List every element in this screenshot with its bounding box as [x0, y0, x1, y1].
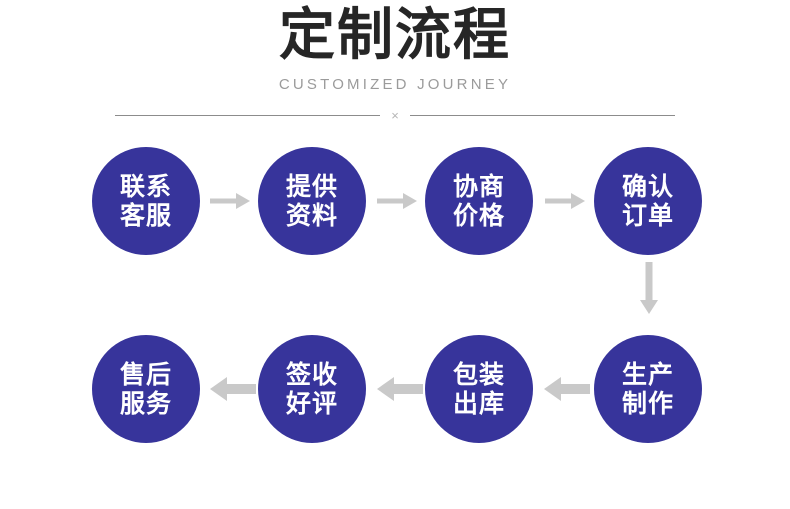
flow-node-label-line2: 出库	[452, 389, 505, 418]
flow-node-label-line2: 服务	[119, 389, 172, 418]
flow-node-label-line2: 价格	[452, 201, 505, 230]
page-header: 定制流程 CUSTOMIZED JOURNEY ×	[0, 0, 790, 130]
flow-node-label-line1: 协商	[452, 172, 505, 201]
flow-node-receipt-review[interactable]: 签收 好评	[258, 335, 366, 443]
arrow-right-icon	[377, 190, 417, 212]
divider-line-right	[410, 114, 675, 116]
flow-node-after-sales-service[interactable]: 售后 服务	[92, 335, 200, 443]
flow-node-label-line1: 售后	[119, 360, 172, 389]
flow-node-label-line1: 包装	[452, 360, 505, 389]
flow-node-label-line1: 签收	[285, 360, 338, 389]
flow-node-label-line1: 提供	[285, 172, 338, 201]
arrow-left-icon	[377, 375, 423, 403]
flow-node-packaging-shipping[interactable]: 包装 出库	[425, 335, 533, 443]
divider-cross-icon: ×	[391, 107, 399, 123]
page-subtitle: CUSTOMIZED JOURNEY	[278, 76, 512, 93]
flow-node-label-line2: 制作	[621, 389, 674, 418]
flow-node-label-line2: 资料	[285, 201, 338, 230]
flow-node-production[interactable]: 生产 制作	[594, 335, 702, 443]
arrow-left-icon	[544, 375, 590, 403]
flow-node-label-line2: 好评	[285, 389, 338, 418]
flow-node-negotiate-price[interactable]: 协商 价格	[425, 147, 533, 255]
arrow-left-icon	[210, 375, 256, 403]
arrow-down-icon	[638, 262, 660, 318]
flow-node-confirm-order[interactable]: 确认 订单	[594, 147, 702, 255]
arrow-right-icon	[545, 190, 585, 212]
flow-node-contact-service[interactable]: 联系 客服	[92, 147, 200, 255]
flow-node-label-line1: 生产	[621, 360, 674, 389]
arrow-right-icon	[210, 190, 250, 212]
flow-node-label-line2: 客服	[119, 201, 172, 230]
page-title: 定制流程	[279, 3, 511, 68]
process-flow-diagram: 联系 客服 提供 资料 协商 价格 确认 订单 生产 制作 包装 出库 签收 好…	[0, 130, 790, 509]
header-divider: ×	[115, 108, 675, 122]
divider-line-left	[115, 114, 380, 116]
flow-node-label-line1: 确认	[621, 172, 674, 201]
flow-node-label-line1: 联系	[119, 172, 172, 201]
flow-node-provide-materials[interactable]: 提供 资料	[258, 147, 366, 255]
flow-node-label-line2: 订单	[621, 201, 674, 230]
